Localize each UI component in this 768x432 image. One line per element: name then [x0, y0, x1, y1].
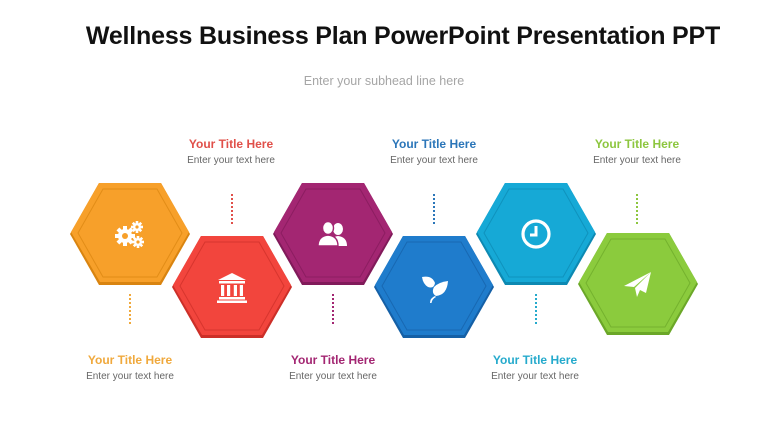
slide-subtitle: Enter your subhead line here — [303, 74, 465, 88]
hexagon-step-2 — [171, 235, 293, 339]
hexagon-step-1 — [69, 182, 191, 286]
hexagon-step-4 — [373, 235, 495, 339]
step-5-label: Your Title Here Enter your text here — [465, 353, 605, 382]
step-6-text: Enter your text here — [593, 155, 681, 166]
connector-step-4 — [433, 194, 435, 224]
slide-title: Wellness Business Plan PowerPoint Presen… — [85, 22, 721, 50]
step-5-title: Your Title Here — [492, 353, 578, 367]
connector-step-5 — [535, 294, 537, 324]
hexagon-step-3 — [272, 182, 394, 286]
step-4-title: Your Title Here — [391, 137, 477, 151]
gears-icon — [110, 214, 150, 254]
step-4-text: Enter your text here — [390, 155, 478, 166]
step-6-title: Your Title Here — [594, 137, 680, 151]
bank-icon — [212, 267, 252, 307]
connector-step-6 — [636, 194, 638, 224]
step-5-text: Enter your text here — [491, 371, 579, 382]
step-2-title: Your Title Here — [188, 137, 274, 151]
step-3-label: Your Title Here Enter your text here — [263, 353, 403, 382]
connector-step-3 — [332, 294, 334, 324]
leaf-icon — [414, 267, 454, 307]
connector-step-1 — [129, 294, 131, 324]
step-1-text: Enter your text here — [86, 371, 174, 382]
step-6-label: Your Title Here Enter your text here — [567, 137, 707, 166]
users-icon — [313, 214, 353, 254]
step-2-label: Your Title Here Enter your text here — [161, 137, 301, 166]
connector-step-2 — [231, 194, 233, 224]
step-4-label: Your Title Here Enter your text here — [364, 137, 504, 166]
paper-plane-icon — [618, 264, 658, 304]
hexagon-step-5 — [475, 182, 597, 286]
step-3-text: Enter your text here — [289, 371, 377, 382]
hexagon-step-6 — [577, 232, 699, 336]
step-1-title: Your Title Here — [87, 353, 173, 367]
clock-icon — [516, 214, 556, 254]
step-3-title: Your Title Here — [290, 353, 376, 367]
step-1-label: Your Title Here Enter your text here — [60, 353, 200, 382]
step-2-text: Enter your text here — [187, 155, 275, 166]
